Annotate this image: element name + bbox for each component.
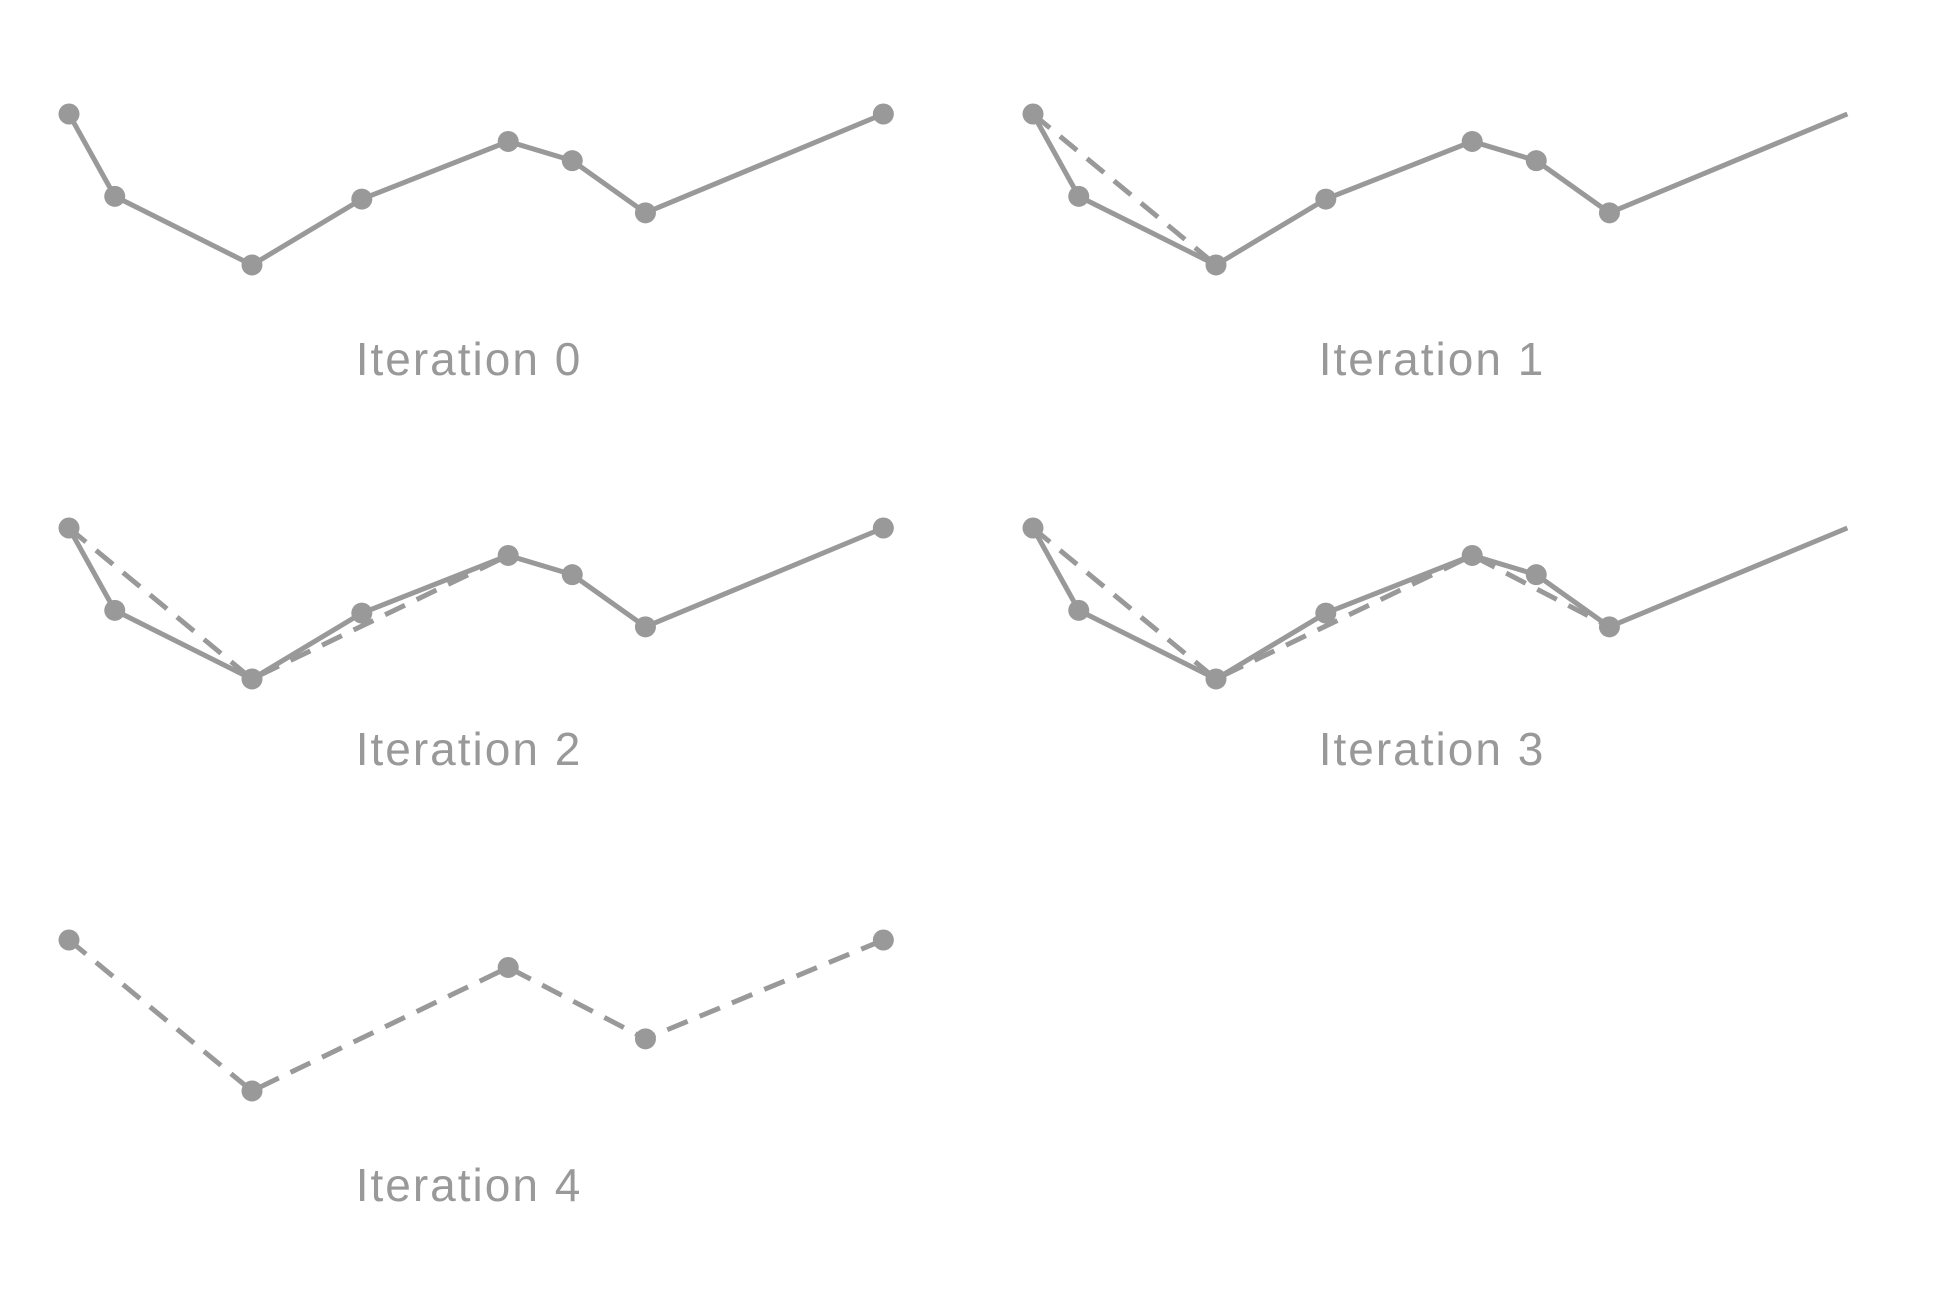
vertex-point <box>1315 602 1337 624</box>
vertex-point <box>58 103 80 125</box>
vertex-point <box>634 616 656 638</box>
kept-vertex-point <box>872 929 894 951</box>
vertex-point <box>872 517 894 539</box>
simplified-polyline <box>67 937 885 1094</box>
panel-iteration-0 <box>58 103 894 276</box>
vertex-point <box>1461 130 1483 152</box>
vertex-point <box>1068 185 1090 207</box>
vertex-point <box>872 103 894 125</box>
original-polyline <box>66 111 885 268</box>
kept-vertex-point <box>241 1080 263 1102</box>
vertex-point <box>351 188 373 210</box>
vertex-point <box>1461 544 1483 566</box>
simplified-polyline <box>67 526 510 682</box>
vertex-point <box>351 602 373 624</box>
vertex-point <box>1022 103 1044 125</box>
vertex-point <box>1315 188 1337 210</box>
panel-label-iteration-2: Iteration 2 <box>355 723 583 775</box>
vertex-point <box>58 517 80 539</box>
simplified-polyline <box>1031 526 1611 682</box>
vertex-point <box>561 564 583 586</box>
vertex-point <box>1598 202 1620 224</box>
vertex-point <box>634 202 656 224</box>
panel-iteration-3 <box>1022 517 1849 690</box>
vertex-point <box>104 599 126 621</box>
panel-iteration-4 <box>58 929 894 1102</box>
vertex-point <box>241 668 263 690</box>
original-polyline <box>1030 111 1849 268</box>
kept-vertex-point <box>58 929 80 951</box>
panel-iteration-1 <box>1022 103 1849 276</box>
vertex-point <box>1598 616 1620 638</box>
vertex-point <box>1525 150 1547 172</box>
original-polyline <box>66 525 885 682</box>
kept-vertex-point <box>634 1028 656 1050</box>
vertex-point <box>1022 517 1044 539</box>
vertex-point <box>497 130 519 152</box>
panel-label-iteration-1: Iteration 1 <box>1318 333 1546 385</box>
vertex-point <box>1205 254 1227 276</box>
vertex-point <box>1205 668 1227 690</box>
vertex-point <box>104 185 126 207</box>
kept-vertex-point <box>497 956 519 978</box>
vertex-point <box>1525 564 1547 586</box>
panel-label-iteration-3: Iteration 3 <box>1318 723 1546 775</box>
vertex-point <box>497 544 519 566</box>
panel-label-iteration-0: Iteration 0 <box>355 333 583 385</box>
simplified-polyline <box>1031 112 1218 267</box>
panel-iteration-2 <box>58 517 894 690</box>
vertex-point <box>1068 599 1090 621</box>
vertex-point <box>561 150 583 172</box>
original-polyline <box>1030 525 1849 682</box>
vertex-point <box>241 254 263 276</box>
panel-label-iteration-4: Iteration 4 <box>355 1159 583 1211</box>
